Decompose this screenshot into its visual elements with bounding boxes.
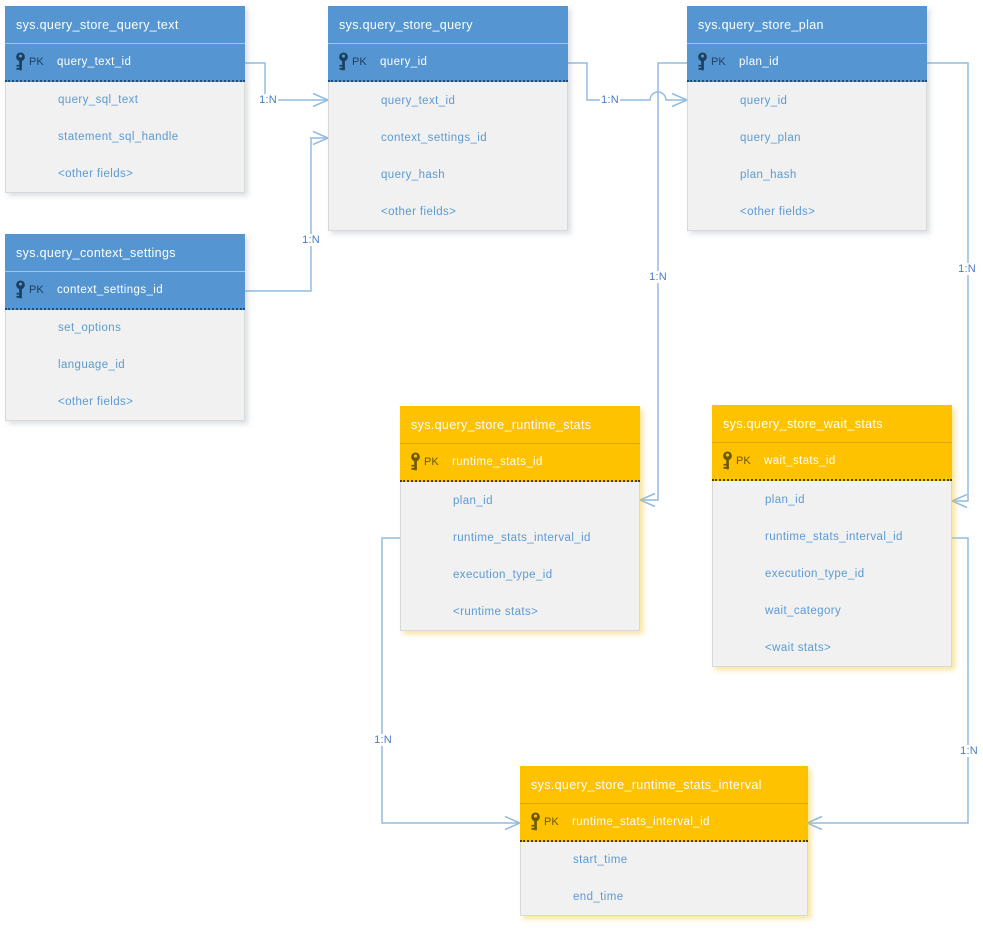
cardinality-label-contextsettings-to-query: 1:N (301, 234, 321, 246)
connector-contextsettings-to-query (245, 137, 328, 292)
many-arrowhead-plan-to-runtimestats (638, 492, 656, 508)
connector-plan-to-waitstats (927, 62, 969, 502)
cardinality-label-querytext-to-query: 1:N (258, 94, 278, 106)
cardinality-label-waitstats-to-interval: 1:N (959, 745, 979, 757)
connector-runtimestats-to-interval (381, 537, 520, 824)
connector-querytext-to-query (245, 62, 328, 101)
cardinality-label-plan-to-waitstats: 1:N (957, 263, 977, 275)
cardinality-label-plan-to-runtimestats: 1:N (648, 271, 668, 283)
many-arrowhead-plan-to-waitstats (950, 493, 968, 509)
connector-waitstats-to-interval (807, 537, 969, 824)
cardinality-label-runtimestats-to-interval: 1:N (373, 734, 393, 746)
connector-query-to-plan (568, 62, 687, 101)
cardinality-label-query-to-plan: 1:N (600, 94, 620, 106)
